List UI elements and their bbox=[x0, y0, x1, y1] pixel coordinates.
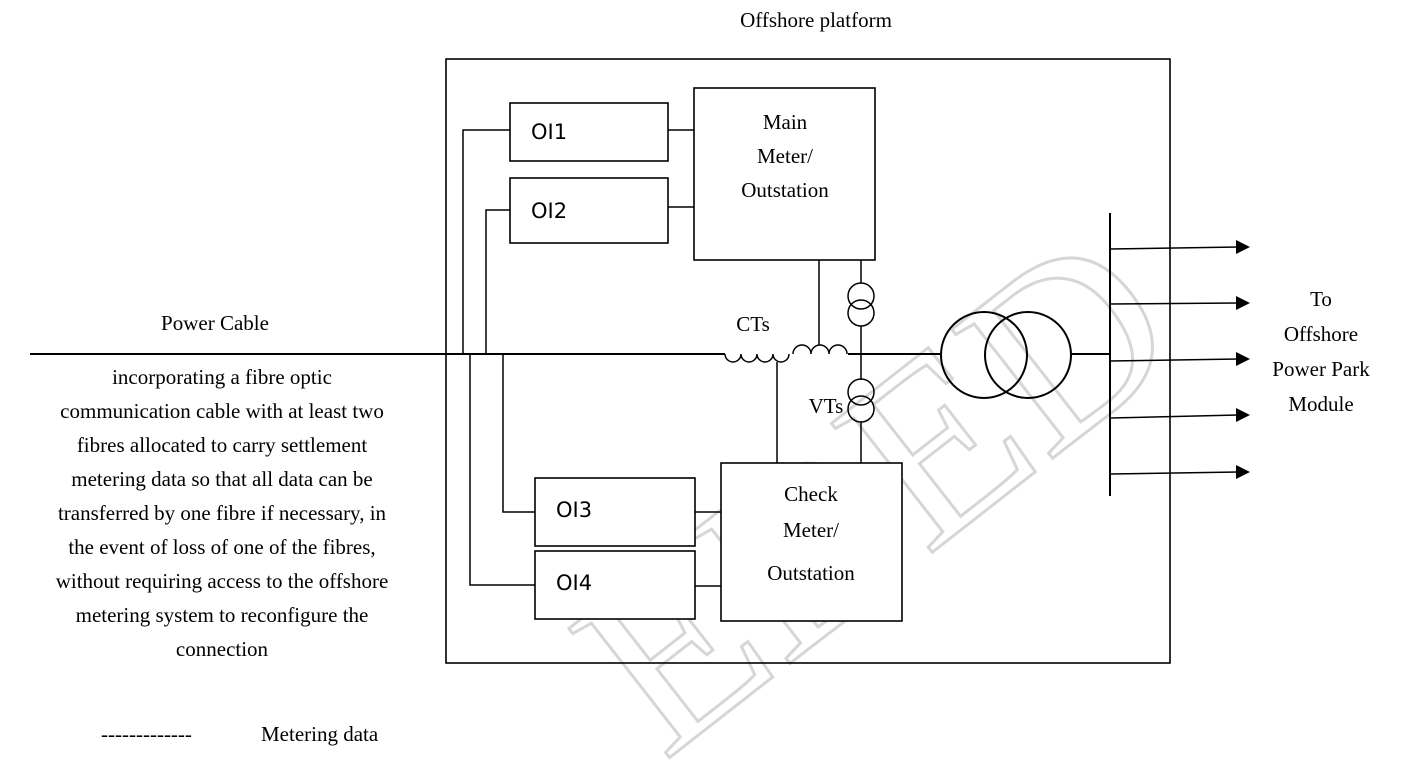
destination-line: Power Park bbox=[1272, 357, 1370, 381]
check-meter-label: Outstation bbox=[767, 561, 855, 585]
output-arrows bbox=[1109, 240, 1250, 479]
legend-label: Metering data bbox=[261, 722, 379, 746]
check-meter-label: Check bbox=[784, 482, 838, 506]
description-line: incorporating a fibre optic bbox=[112, 365, 332, 389]
arrow-head-icon bbox=[1236, 240, 1250, 254]
transformer-symbol bbox=[940, 311, 1072, 399]
destination-line: Offshore bbox=[1284, 322, 1358, 346]
oi1-box bbox=[509, 102, 669, 162]
description-line: transferred by one fibre if necessary, i… bbox=[58, 501, 387, 525]
description-line: metering system to reconfigure the bbox=[76, 603, 369, 627]
main-meter-label: Meter/ bbox=[757, 144, 813, 168]
check-meter-label: Meter/ bbox=[783, 518, 839, 542]
description-line: connection bbox=[176, 637, 269, 661]
vt-upper-symbol bbox=[847, 260, 875, 354]
description-line: metering data so that all data can be bbox=[71, 467, 372, 491]
cable-description: incorporating a fibre optic communicatio… bbox=[56, 365, 389, 661]
cts-label: CTs bbox=[736, 312, 770, 336]
main-meter-label: Outstation bbox=[741, 178, 829, 202]
arrow-head-icon bbox=[1236, 408, 1250, 422]
oi2-box bbox=[509, 177, 669, 244]
description-line: fibres allocated to carry settlement bbox=[77, 433, 368, 457]
check-meter-box bbox=[720, 462, 903, 622]
destination-label: To Offshore Power Park Module bbox=[1272, 287, 1370, 416]
diagram-title: Offshore platform bbox=[740, 8, 892, 32]
description-line: without requiring access to the offshore bbox=[56, 569, 389, 593]
arrow-head-icon bbox=[1236, 465, 1250, 479]
oi3-label: OI3 bbox=[556, 498, 592, 522]
legend-dashes: ------------- bbox=[101, 722, 192, 746]
arrow-head-icon bbox=[1236, 352, 1250, 366]
fibre-connections bbox=[462, 129, 535, 586]
oi4-label: OI4 bbox=[556, 571, 592, 595]
main-meter-label: Main bbox=[763, 110, 808, 134]
description-line: communication cable with at least two bbox=[60, 399, 384, 423]
oi4-box bbox=[534, 550, 696, 620]
vts-label: VTs bbox=[809, 394, 844, 418]
power-cable-label: Power Cable bbox=[161, 311, 269, 335]
oi1-label: OI1 bbox=[531, 120, 567, 144]
main-meter-box bbox=[693, 87, 876, 261]
offshore-platform-box bbox=[445, 58, 1171, 664]
vt-lower-symbol bbox=[847, 354, 875, 463]
cts-symbol bbox=[724, 344, 848, 363]
oi3-box bbox=[534, 477, 696, 547]
arrow-head-icon bbox=[1236, 296, 1250, 310]
oi2-label: OI2 bbox=[531, 199, 567, 223]
destination-line: Module bbox=[1288, 392, 1353, 416]
legend: ------------- Metering data bbox=[101, 722, 379, 746]
destination-line: To bbox=[1310, 287, 1332, 311]
description-line: the event of loss of one of the fibres, bbox=[68, 535, 375, 559]
